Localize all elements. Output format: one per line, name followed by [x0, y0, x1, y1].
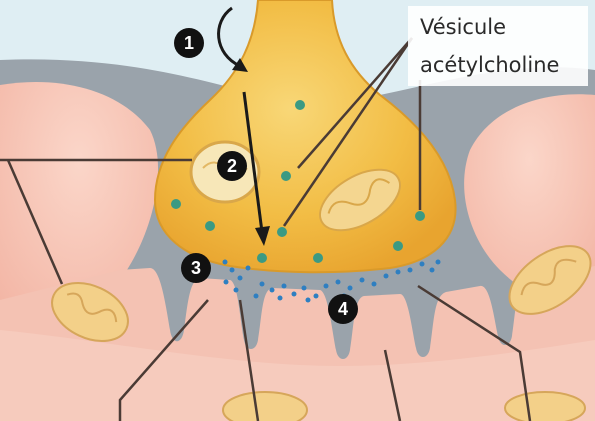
vesicle-label-line2: acétylcholine	[420, 53, 559, 77]
vesicle	[313, 253, 323, 263]
step-number: 1	[184, 33, 194, 53]
vesicle	[281, 171, 291, 181]
step-badge-2: 2	[217, 151, 247, 181]
vesicle	[171, 199, 181, 209]
vesicle	[277, 227, 287, 237]
step-number: 3	[191, 258, 201, 278]
step-badge-4: 4	[328, 294, 358, 324]
step-number: 2	[227, 156, 237, 176]
vesicle	[257, 253, 267, 263]
step-number: 4	[338, 299, 348, 319]
vesicle	[415, 211, 425, 221]
step-badge-3: 3	[181, 253, 211, 283]
vesicle-label-line1: Vésicule	[420, 15, 506, 39]
vesicle	[205, 221, 215, 231]
vesicle	[295, 100, 305, 110]
step-badge-1: 1	[174, 28, 204, 58]
vesicle	[393, 241, 403, 251]
